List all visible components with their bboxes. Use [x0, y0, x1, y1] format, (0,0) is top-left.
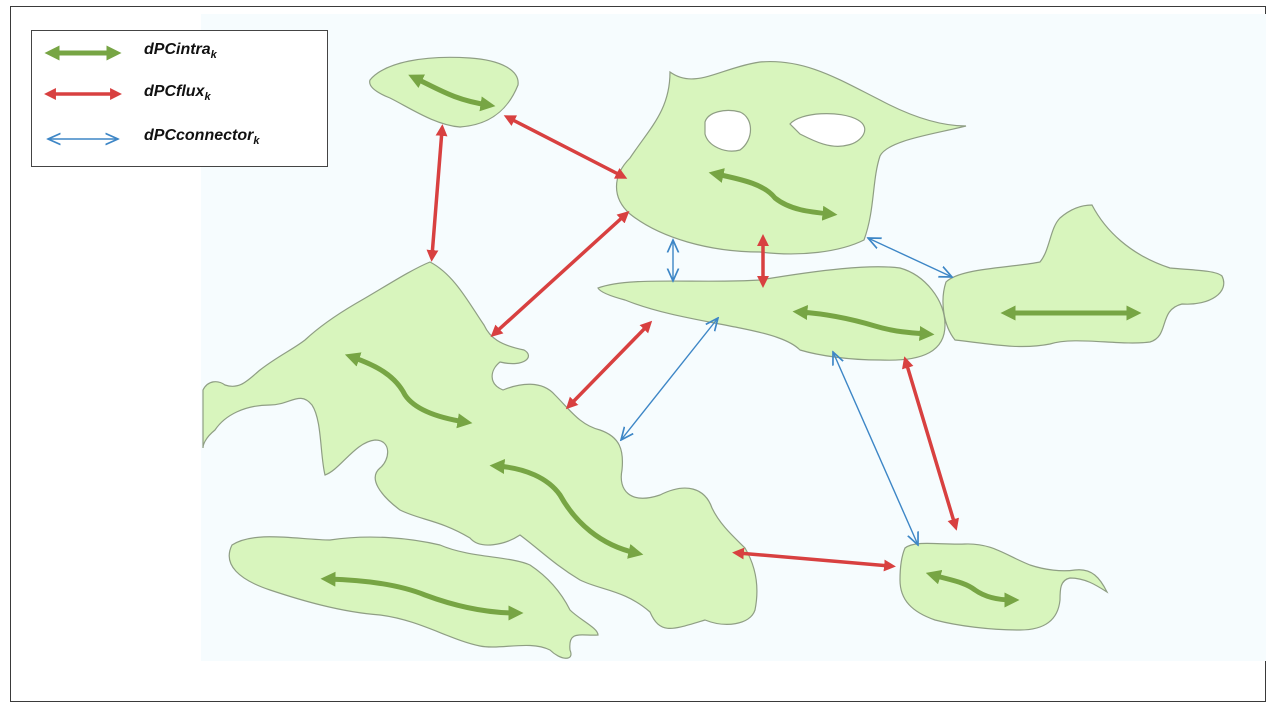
flux-arrow-1: [503, 115, 628, 179]
intra-arrow-large-upper: [344, 352, 473, 429]
legend-label-intra: dPCintrak: [144, 41, 217, 61]
flux-arrows: [426, 115, 959, 572]
connector-arrow-3: [621, 318, 718, 440]
intra-arrow-bottom-left: [320, 571, 524, 621]
legend-item-flux: dPCfluxk: [32, 79, 327, 109]
intra-arrow-bottom-right: [925, 569, 1020, 608]
intra-arrow-middle-band: [792, 305, 935, 341]
legend-item-connector: dPCconnectork: [32, 123, 327, 153]
intra-arrow-large-lower: [489, 459, 644, 559]
flux-arrow-6: [902, 356, 959, 531]
patch-hole-left: [704, 109, 752, 152]
patch-hole-right: [789, 113, 866, 147]
connector-arrow-2: [868, 238, 952, 277]
connector-arrow-4: [833, 352, 918, 545]
legend-item-intra: dPCintrak: [32, 37, 327, 67]
flux-arrow-7: [732, 547, 896, 572]
patch-bottom-right: [899, 542, 1109, 631]
patch-right: [942, 204, 1225, 348]
intra-arrow-top-center: [708, 168, 838, 221]
patch-bottom-left: [228, 536, 599, 659]
intra-arrows: [320, 74, 1142, 621]
legend: dPCintrak dPCfluxk dPCconnectork: [31, 30, 328, 167]
legend-label-flux: dPCfluxk: [144, 83, 211, 103]
intra-arrow-top-left: [408, 74, 496, 112]
connector-arrows: [621, 238, 952, 545]
red-double-arrow-icon: [44, 88, 122, 100]
patch-top-center: [616, 60, 967, 255]
legend-label-connector: dPCconnectork: [144, 127, 260, 147]
blue-double-arrow-icon: [38, 123, 128, 153]
flux-arrow-3: [490, 211, 630, 337]
patch-middle-band: [597, 266, 946, 361]
green-double-arrow-icon: [44, 45, 122, 61]
flux-arrow-5: [565, 320, 653, 410]
flux-arrow-2: [426, 124, 448, 262]
